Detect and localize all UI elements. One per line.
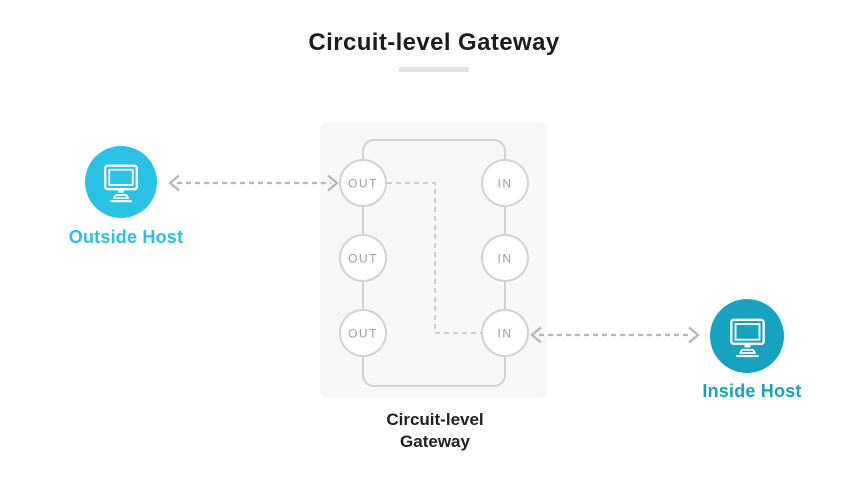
out-node-circle (339, 309, 387, 357)
arrowhead-right-icon (327, 174, 339, 192)
page-title: Circuit-level Gateway (308, 29, 560, 56)
arrowhead-right-icon (688, 326, 700, 344)
in-nodes: IN IN IN (481, 159, 529, 357)
gateway-caption-line1: Circuit-level (386, 410, 484, 429)
out-node-label: OUT (348, 327, 378, 341)
gateway-caption-line2: Gateway (400, 432, 470, 451)
in-node-circle (481, 309, 529, 357)
outside-host-avatar (85, 146, 157, 218)
out-nodes: OUT OUT OUT (339, 159, 387, 357)
in-node-label: IN (498, 177, 513, 191)
monitor-icon (729, 318, 765, 357)
outside-host-label: Outside Host (68, 227, 184, 247)
out-node-circle (339, 159, 387, 207)
arrowhead-left-icon (530, 326, 542, 344)
out-node-label: OUT (348, 177, 378, 191)
monitor-icon (104, 164, 138, 203)
arrowhead-left-icon (168, 174, 180, 192)
in-node-circle (481, 159, 529, 207)
relay-dashed-path (387, 182, 481, 334)
in-node-circle (481, 234, 529, 282)
inside-host-avatar (710, 299, 784, 373)
out-node-label: OUT (348, 252, 378, 266)
in-node-label: IN (498, 327, 513, 341)
inside-host-label: Inside Host (702, 381, 802, 401)
outside-host-arrow (168, 174, 339, 192)
inside-host-arrow (530, 326, 700, 344)
gateway-caption: Circuit-level Gateway (335, 409, 535, 453)
title-underline (399, 67, 469, 72)
out-node-circle (339, 234, 387, 282)
in-node-label: IN (498, 252, 513, 266)
